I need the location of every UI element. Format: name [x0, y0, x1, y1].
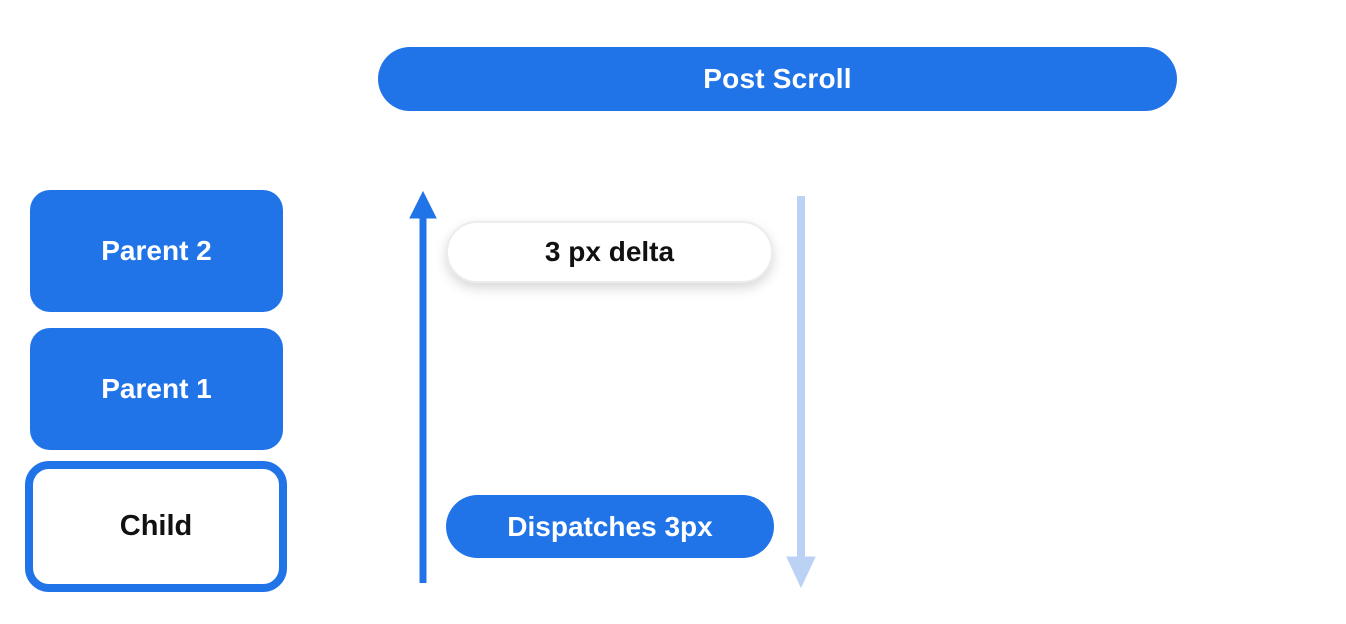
delta-pill: 3 px delta	[446, 221, 773, 283]
post-scroll-pill: Post Scroll	[378, 47, 1177, 111]
parent-1-node: Parent 1	[30, 328, 283, 450]
parent-2-label: Parent 2	[101, 235, 212, 266]
up-arrow-icon	[409, 190, 437, 583]
dispatches-label: Dispatches 3px	[507, 510, 713, 542]
child-node: Child	[25, 461, 287, 592]
dispatches-pill: Dispatches 3px	[446, 495, 774, 558]
parent-2-node: Parent 2	[30, 190, 283, 312]
down-arrow-icon	[786, 196, 816, 589]
post-scroll-label: Post Scroll	[703, 63, 852, 94]
child-label: Child	[119, 510, 193, 542]
parent-1-label: Parent 1	[101, 373, 212, 404]
delta-label: 3 px delta	[544, 236, 675, 267]
